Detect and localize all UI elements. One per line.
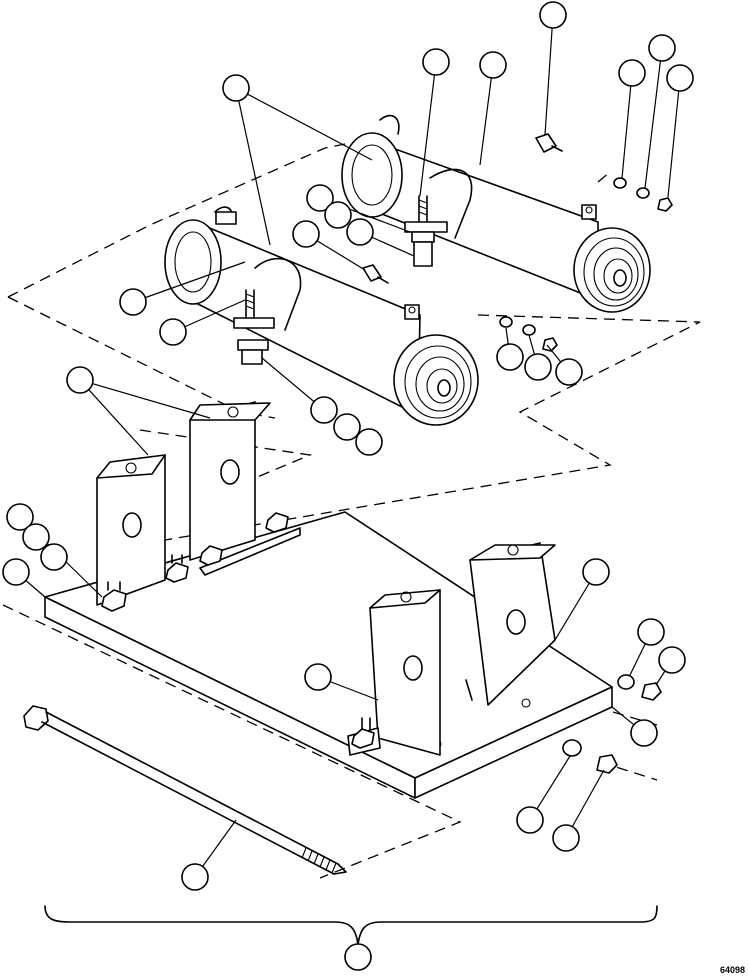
callout-balloon — [181, 863, 209, 891]
callout-balloon — [516, 806, 544, 834]
callout-balloon — [496, 343, 524, 371]
small-hardware — [362, 133, 673, 774]
callout-balloon — [222, 74, 250, 102]
callout-balloon — [2, 558, 30, 586]
callout-balloon — [555, 358, 583, 386]
callout-balloon — [304, 663, 332, 691]
callout-balloon — [306, 184, 334, 212]
callout-balloon — [333, 413, 361, 441]
callout-balloon — [346, 218, 374, 246]
callout-balloon — [324, 201, 352, 229]
callout-balloon — [637, 618, 665, 646]
base-nuts — [101, 512, 473, 749]
callout-balloon — [66, 366, 94, 394]
callout-balloon — [552, 824, 580, 852]
callout-balloon — [539, 1, 567, 29]
callout-balloon — [119, 288, 147, 316]
front-cylinder — [164, 206, 479, 426]
callout-balloon — [6, 503, 34, 531]
callout-balloon — [658, 646, 686, 674]
callout-balloon — [618, 59, 646, 87]
drawing-number: 64098 — [719, 965, 745, 975]
callout-balloon — [355, 428, 383, 456]
callout-balloon — [22, 523, 50, 551]
mounting-brackets — [96, 401, 556, 756]
callout-balloon — [630, 719, 658, 747]
callout-balloon — [582, 558, 610, 586]
tie-rod — [23, 705, 347, 875]
callout-balloon — [479, 51, 507, 79]
callout-balloon — [292, 220, 320, 248]
rear-cylinder — [341, 114, 651, 313]
callout-balloon — [344, 943, 372, 971]
callout-balloons — [2, 1, 694, 971]
callout-balloon — [666, 64, 694, 92]
callout-balloon — [310, 396, 338, 424]
callout-balloon — [524, 353, 552, 381]
callout-balloon — [159, 318, 187, 346]
callout-balloon — [422, 48, 450, 76]
assembly-brace — [44, 905, 658, 946]
callout-balloon — [648, 34, 676, 62]
callout-balloon — [40, 543, 68, 571]
